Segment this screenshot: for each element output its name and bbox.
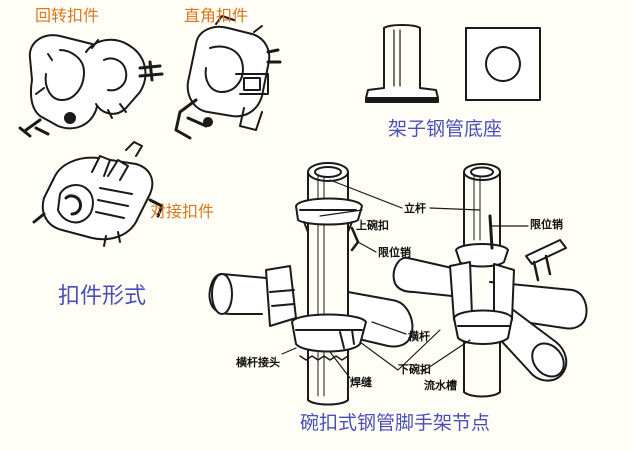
upper-bowl-label: 上碗扣: [356, 219, 389, 232]
butt-clamp-label: 对接扣件: [150, 202, 215, 221]
clamp-forms-caption: 扣件形式: [58, 284, 147, 309]
leader-lines: [281, 179, 529, 379]
bowl-buckle-node-left: [208, 162, 414, 406]
bar-joint-label: 横杆接头: [236, 356, 280, 369]
node-caption: 碗扣式钢管脚手架节点: [300, 412, 491, 434]
right-angle-clamp-label: 直角扣件: [184, 6, 249, 25]
lower-bowl-label: 下碗扣: [398, 363, 431, 376]
rotating-clamp-drawing: [18, 34, 164, 138]
vertical-pole-label: 立杆: [404, 202, 426, 215]
limit-pin-left-label: 限位销: [378, 246, 411, 259]
drain-slot-label: 流水槽: [424, 379, 457, 392]
limit-pin-right-label: 限位销: [530, 218, 563, 231]
butt-clamp-drawing: [32, 141, 164, 247]
bowl-buckle-node-right: [392, 163, 588, 398]
weld-seam-label: 焊缝: [350, 376, 372, 389]
rotating-clamp-label: 回转扣件: [35, 6, 100, 25]
pipe-base-caption: 架子钢管底座: [388, 118, 503, 140]
right-angle-clamp-drawing: [174, 15, 282, 140]
pipe-base-drawing: [365, 24, 541, 103]
horizontal-bar-label: 横杆: [408, 330, 430, 343]
